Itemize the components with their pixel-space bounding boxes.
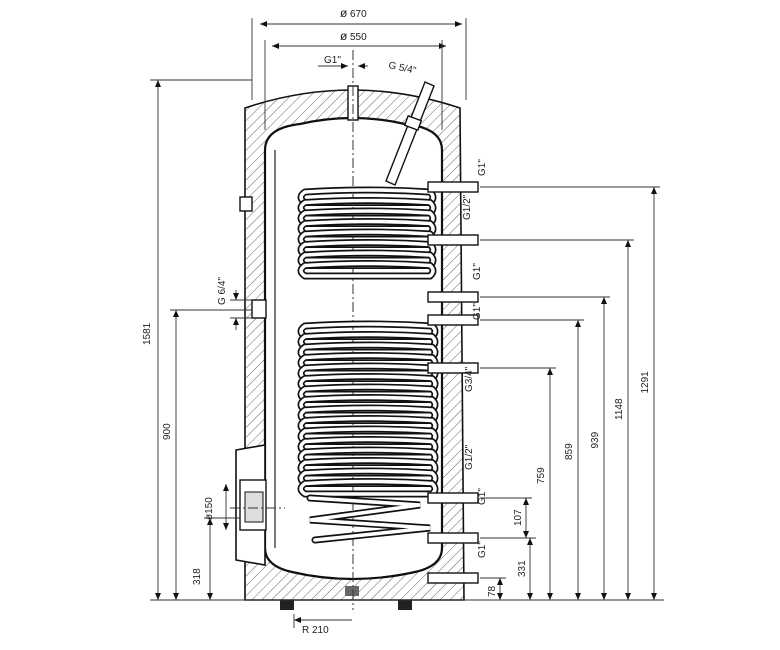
svg-text:ø: ø: [340, 29, 348, 43]
svg-text:318: 318: [192, 568, 203, 585]
coil-loop-inner: [299, 261, 435, 278]
thread-label: G1": [477, 541, 488, 558]
dim-outer-diameter: 670 ø: [251, 6, 467, 100]
dim-top-threads: G1" G 5/4": [318, 55, 417, 77]
height-label: 1148: [614, 398, 625, 420]
tank-feet: [280, 586, 412, 610]
cleaning-flange: [230, 444, 285, 566]
coil-loop-inner: [299, 385, 437, 402]
height-label: 78: [487, 585, 498, 597]
svg-text:R 210: R 210: [302, 625, 329, 636]
coil-loop-inner: [299, 322, 437, 339]
left-side-ports: [239, 196, 267, 319]
dim-side-port-height: 900: [162, 309, 252, 600]
svg-text:900: 900: [162, 423, 173, 440]
dim-left-thread: G 6/4": [217, 277, 252, 330]
upper-heating-coil: [297, 186, 437, 280]
height-label: 939: [590, 431, 601, 448]
coil-loop-inner: [299, 469, 437, 486]
thread-label: G1": [472, 263, 483, 280]
thread-label: G3/4": [464, 366, 475, 392]
coil-loop-inner: [299, 219, 435, 236]
pipe-stub: [427, 532, 479, 544]
thread-label: G1": [472, 303, 483, 320]
coil-loop-inner: [299, 479, 437, 496]
svg-text:G1": G1": [324, 55, 341, 66]
thread-label: G1/2": [462, 194, 473, 220]
svg-text:1581: 1581: [142, 322, 153, 345]
right-dimensions: G1" G1/2" G1" G1" G3/4" G1/2" G1" G1" 1291 1148 93…: [462, 159, 660, 600]
height-label: 859: [564, 443, 575, 460]
coil-bottom-zigzag-inner: [308, 496, 431, 542]
right-pipe-stubs: [427, 181, 479, 584]
coil-loop-inner: [299, 437, 437, 454]
pipe-stub: [427, 314, 479, 326]
svg-text:550: 550: [350, 32, 367, 43]
pipe-stub: [427, 181, 479, 193]
pipe-stub: [427, 572, 479, 584]
coil-loop-inner: [299, 416, 437, 433]
top-pipe: [347, 50, 359, 610]
thread-label: G1/2": [464, 444, 475, 470]
coil-loop-inner: [299, 374, 437, 391]
svg-text:G 5/4": G 5/4": [387, 60, 417, 77]
height-label: 107: [513, 509, 524, 526]
coil-loop-inner: [299, 209, 435, 226]
thread-label: G1": [477, 159, 488, 176]
coil-loop-inner: [299, 395, 437, 412]
svg-text:G 6/4": G 6/4": [217, 277, 228, 305]
coil-loop-inner: [299, 448, 437, 465]
height-label: 759: [536, 467, 547, 484]
dim-total-height: 1581: [142, 79, 252, 600]
pipe-stub: [427, 234, 479, 246]
dim-flange-diameter: ø150: [204, 484, 229, 530]
svg-text:ø: ø: [340, 6, 348, 20]
dim-flange-height: 318: [192, 517, 240, 600]
coil-loop-inner: [299, 343, 437, 360]
coil-loop-inner: [299, 406, 437, 423]
coil-loop-inner: [299, 198, 435, 215]
height-label: 331: [517, 560, 528, 577]
pipe-stub: [427, 291, 479, 303]
svg-text:670: 670: [350, 9, 367, 20]
sensor-pipe: [385, 81, 435, 186]
coil-loop-inner: [299, 427, 437, 444]
coil-loop-inner: [299, 458, 437, 475]
coil-loop-inner: [299, 251, 435, 268]
pipe-stub: [427, 492, 479, 504]
thread-label: G1": [477, 488, 488, 505]
coil-loop-inner: [299, 188, 435, 205]
pipe-stub: [427, 362, 479, 374]
height-label: 1291: [640, 371, 651, 394]
coil-loop-inner: [299, 332, 437, 349]
svg-text:ø150: ø150: [204, 497, 215, 520]
dim-inner-diameter: 550 ø: [264, 29, 446, 130]
dim-radius: R 210: [293, 614, 352, 636]
coil-loop-inner: [299, 240, 435, 257]
coil-loop-inner: [299, 353, 437, 370]
